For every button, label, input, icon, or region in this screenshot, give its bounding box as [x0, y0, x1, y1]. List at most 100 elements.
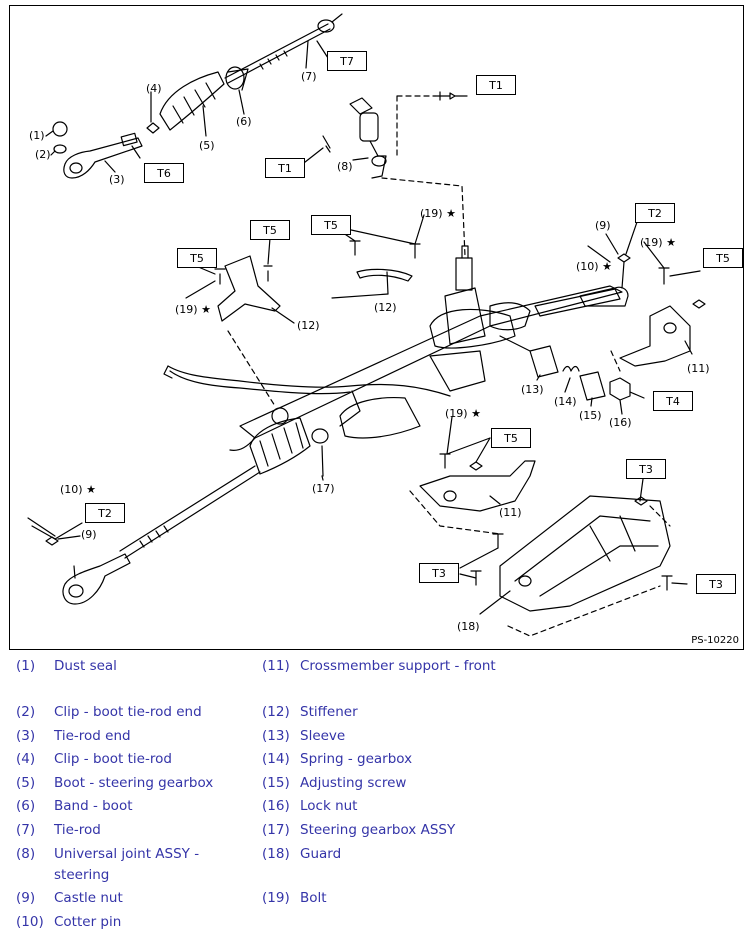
callout-c4: (4)	[146, 82, 162, 95]
adjuster-parts	[499, 335, 645, 401]
tie-rod-lower	[62, 465, 261, 605]
dust-seal	[52, 121, 68, 137]
figure-id: PS-10220	[691, 635, 739, 646]
alignment-lines	[227, 95, 671, 637]
legend-text: Boot - steering gearbox	[54, 775, 214, 791]
torque-box-t3b: T3	[419, 563, 459, 583]
legend-item: (19) Bolt	[262, 888, 592, 908]
castle-nut-lower	[45, 536, 59, 546]
torque-box-t3a: T3	[626, 459, 666, 479]
legend-text: Dust seal	[54, 658, 117, 674]
callout-c12a: (12)	[374, 301, 397, 314]
parts-legend: (1) Dust seal (2) Clip - boot tie-rod end (3…	[0, 656, 752, 940]
callout-c18: (18)	[457, 620, 480, 633]
t5-bolts-top	[349, 240, 421, 259]
callout-c10a: (10) ★	[576, 260, 612, 273]
callout-c3: (3)	[109, 173, 125, 186]
guard	[459, 478, 688, 615]
legend-text: Cotter pin	[54, 914, 122, 930]
legend-item: (18) Guard	[262, 844, 592, 864]
torque-box-t2b: T2	[85, 503, 125, 523]
legend-text: Lock nut	[300, 798, 358, 814]
legend-item: (17)Steering gearbox ASSY	[262, 820, 592, 840]
torque-box-t5a: T5	[311, 215, 351, 235]
cotter-pin-lower	[27, 517, 56, 540]
legend-item: (2) Clip - boot tie-rod end	[16, 702, 346, 722]
callout-c15: (15)	[579, 409, 602, 422]
legend-number: (5)	[16, 775, 36, 791]
callout-c16: (16)	[609, 416, 632, 429]
callout-c1: (1)	[29, 129, 45, 142]
legend-item: (16) Lock nut	[262, 796, 592, 816]
torque-box-t7: T7	[327, 51, 367, 71]
legend-item: (10)Cotter pin	[16, 912, 346, 932]
legend-number: (19)	[262, 890, 290, 906]
legend-number: (17)	[262, 822, 290, 838]
legend-text: Guard	[300, 846, 342, 862]
legend-number: (11)	[262, 658, 290, 674]
legend-item: (12)Stiffener	[262, 702, 592, 722]
legend-item: (7) Tie-rod	[16, 820, 346, 840]
callout-c12b: (12)	[297, 319, 320, 332]
legend-text: Castle nut	[54, 890, 123, 906]
legend-number: (18)	[262, 846, 290, 862]
callout-c6: (6)	[236, 115, 252, 128]
legend-number: (6)	[16, 798, 36, 814]
callout-c19a: (19) ★	[640, 236, 676, 249]
torque-box-t5c: T5	[177, 248, 217, 268]
t1-bolt-left	[322, 135, 331, 153]
torque-box-t1a: T1	[476, 75, 516, 95]
torque-box-t2a: T2	[635, 203, 675, 223]
legend-item: (4)Clip - boot tie-rod	[16, 749, 346, 769]
legend-item: (8) Universal joint ASSY -	[16, 844, 346, 864]
legend-number: (7)	[16, 822, 36, 838]
legend-number: (2)	[16, 704, 36, 720]
legend-text: Crossmember support - front	[300, 658, 496, 674]
legend-item: steering	[16, 865, 346, 885]
legend-text: Spring - gearbox	[300, 751, 413, 767]
boot-lower	[249, 407, 329, 477]
callout-c14: (14)	[554, 395, 577, 408]
legend-number: (15)	[262, 775, 290, 791]
legend-number: (8)	[16, 846, 36, 862]
legend-text: Bolt	[300, 890, 327, 906]
legend-number: (1)	[16, 658, 36, 674]
legend-number: (3)	[16, 728, 36, 744]
tie-rod-end-upper	[63, 132, 143, 179]
legend-number: (14)	[262, 751, 290, 767]
legend-text: Tie-rod end	[54, 728, 131, 744]
pipe	[167, 365, 451, 397]
legend-text: Band - boot	[54, 798, 133, 814]
legend-text: Universal joint ASSY -	[54, 846, 200, 862]
legend-item: (14) Spring - gearbox	[262, 749, 592, 769]
callout-c11a: (11)	[687, 362, 710, 375]
legend-text: Clip - boot tie-rod end	[54, 704, 202, 720]
legend-item: (15) Adjusting screw	[262, 773, 592, 793]
stiffener-upper	[356, 268, 413, 295]
callout-c2: (2)	[35, 148, 51, 161]
legend-item: (6) Band - boot	[16, 796, 346, 816]
callout-c8: (8)	[337, 160, 353, 173]
t1-bolt-upper	[434, 91, 456, 101]
legend-number: (13)	[262, 728, 290, 744]
legend-text: Adjusting screw	[300, 775, 407, 791]
callout-c11b: (11)	[499, 506, 522, 519]
boot-steering-gearbox	[159, 66, 249, 131]
tie-rod-upper	[224, 13, 343, 84]
exploded-diagram: (1)(2)(3)(4)(5)(6)(7)(8)(9)(10) ★(19) ★(…	[9, 5, 744, 650]
legend-item: (5) Boot - steering gearbox	[16, 773, 346, 793]
torque-box-t4: T4	[653, 391, 693, 411]
torque-box-t6: T6	[144, 163, 184, 183]
legend-text: Tie-rod	[54, 822, 101, 838]
callout-c19c: (19) ★	[175, 303, 211, 316]
crossmember-support-front-lower	[419, 437, 536, 512]
callout-c5: (5)	[199, 139, 215, 152]
legend-text: steering	[54, 867, 110, 883]
legend-item: (9)Castle nut	[16, 888, 346, 908]
clip-boot-tie-rod-end	[53, 144, 67, 154]
steering-gearbox	[229, 245, 623, 451]
legend-number: (16)	[262, 798, 290, 814]
callout-c19b: (19) ★	[420, 207, 456, 220]
stiffener-left	[195, 237, 295, 324]
legend-item: (11) Crossmember support - front	[262, 656, 592, 676]
